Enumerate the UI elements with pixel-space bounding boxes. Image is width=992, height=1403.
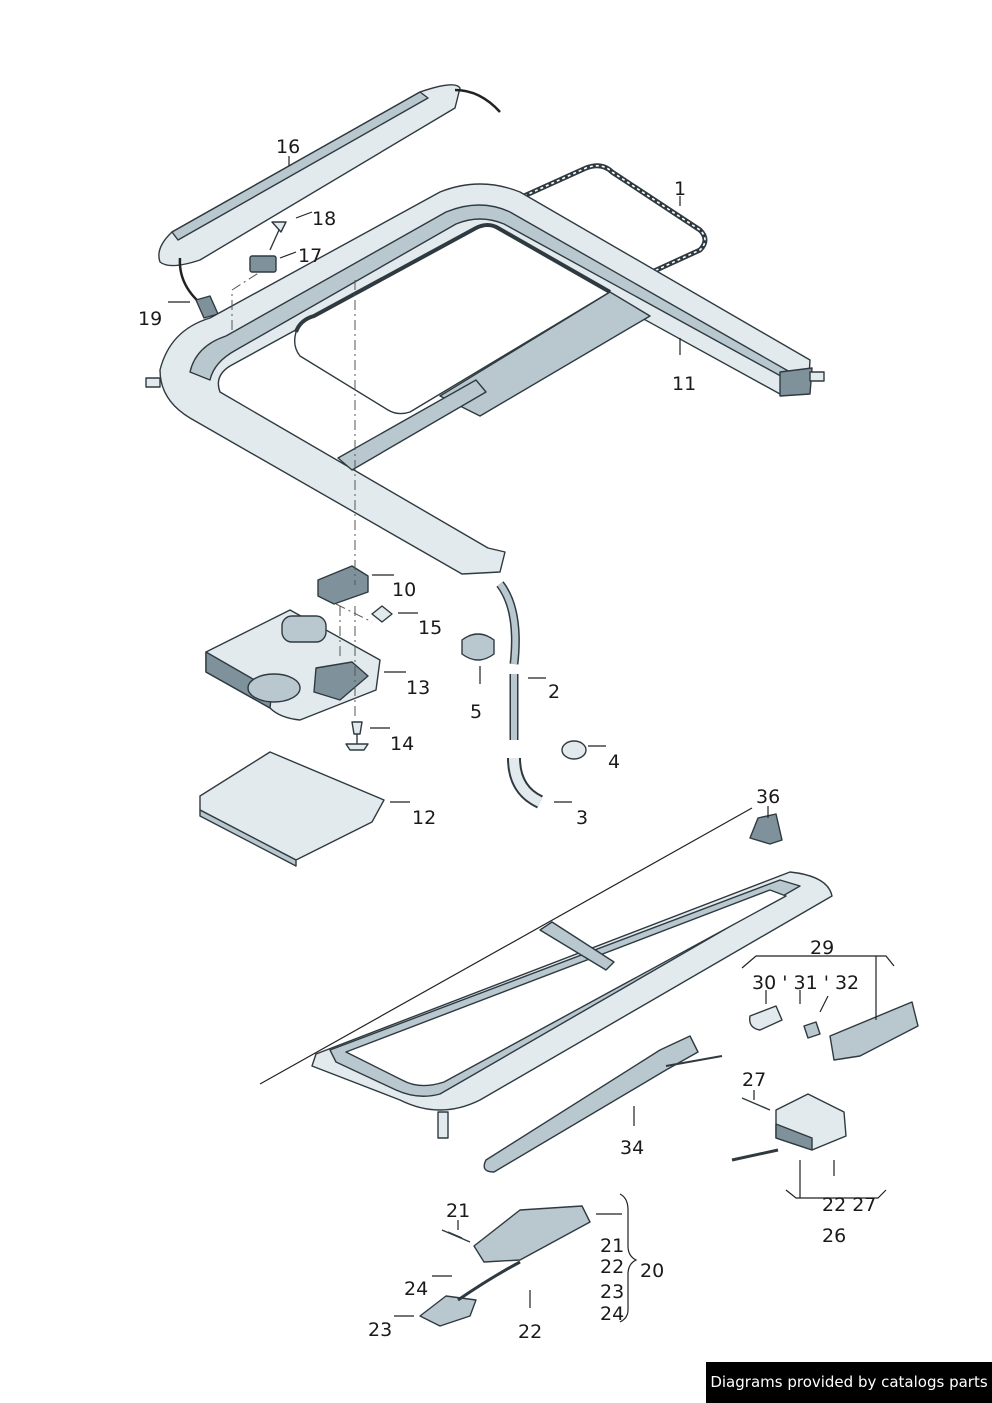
callout-14: 14 bbox=[390, 733, 414, 755]
callout-12: 12 bbox=[412, 807, 436, 829]
callout-36: 36 bbox=[756, 786, 780, 808]
callout-23-group: 23 bbox=[600, 1281, 624, 1303]
callout-22-group: 22 bbox=[600, 1256, 624, 1278]
callout-5: 5 bbox=[470, 701, 482, 723]
callout-13: 13 bbox=[406, 677, 430, 699]
drain-hose-part bbox=[461, 581, 587, 809]
callout-21-group: 21 bbox=[600, 1235, 624, 1257]
callout-4: 4 bbox=[608, 751, 620, 773]
slide-assembly-part bbox=[749, 1001, 919, 1061]
motor-part bbox=[205, 609, 381, 721]
callout-1: 1 bbox=[674, 178, 686, 200]
callout-20: 20 bbox=[640, 1260, 664, 1282]
guide-assembly-part bbox=[731, 1093, 847, 1162]
callout-23-left: 23 bbox=[368, 1319, 392, 1341]
sunroof-frame-part bbox=[145, 183, 825, 575]
callout-21-top: 21 bbox=[446, 1200, 470, 1222]
alignment-line bbox=[335, 603, 373, 720]
callout-22-27: 22 27 bbox=[822, 1194, 876, 1216]
callout-10: 10 bbox=[392, 579, 416, 601]
leader-lines bbox=[168, 156, 895, 1323]
lower-frame-part bbox=[311, 813, 833, 1139]
roof-seal-part bbox=[522, 163, 708, 275]
callout-11: 11 bbox=[672, 373, 696, 395]
callout-24-group: 24 bbox=[600, 1303, 624, 1325]
callout-24-left: 24 bbox=[404, 1278, 428, 1300]
callout-27: 27 bbox=[742, 1069, 766, 1091]
callout-labels: 16 1 18 17 19 11 10 15 13 2 5 14 4 36 12… bbox=[138, 136, 876, 1343]
callout-18: 18 bbox=[312, 208, 336, 230]
drive-cable-part bbox=[483, 1035, 723, 1173]
callout-26: 26 bbox=[822, 1225, 846, 1247]
wind-deflector-part bbox=[158, 84, 501, 314]
callout-19: 19 bbox=[138, 308, 162, 330]
callout-29: 29 bbox=[810, 937, 834, 959]
callout-2: 2 bbox=[548, 681, 560, 703]
callout-34: 34 bbox=[620, 1137, 644, 1159]
callout-22-bottom: 22 bbox=[518, 1321, 542, 1343]
motor-cover-part bbox=[199, 751, 385, 867]
callout-15: 15 bbox=[418, 617, 442, 639]
credit-banner: Diagrams provided by catalogs parts bbox=[706, 1362, 992, 1403]
alignment-line bbox=[231, 271, 261, 330]
callout-17: 17 bbox=[298, 245, 322, 267]
callout-16: 16 bbox=[276, 136, 300, 158]
group-line bbox=[259, 807, 753, 1085]
callout-30-31-32: 30 ' 31 ' 32 bbox=[752, 972, 859, 994]
lever-assembly-part bbox=[419, 1205, 591, 1327]
callout-3: 3 bbox=[576, 807, 588, 829]
